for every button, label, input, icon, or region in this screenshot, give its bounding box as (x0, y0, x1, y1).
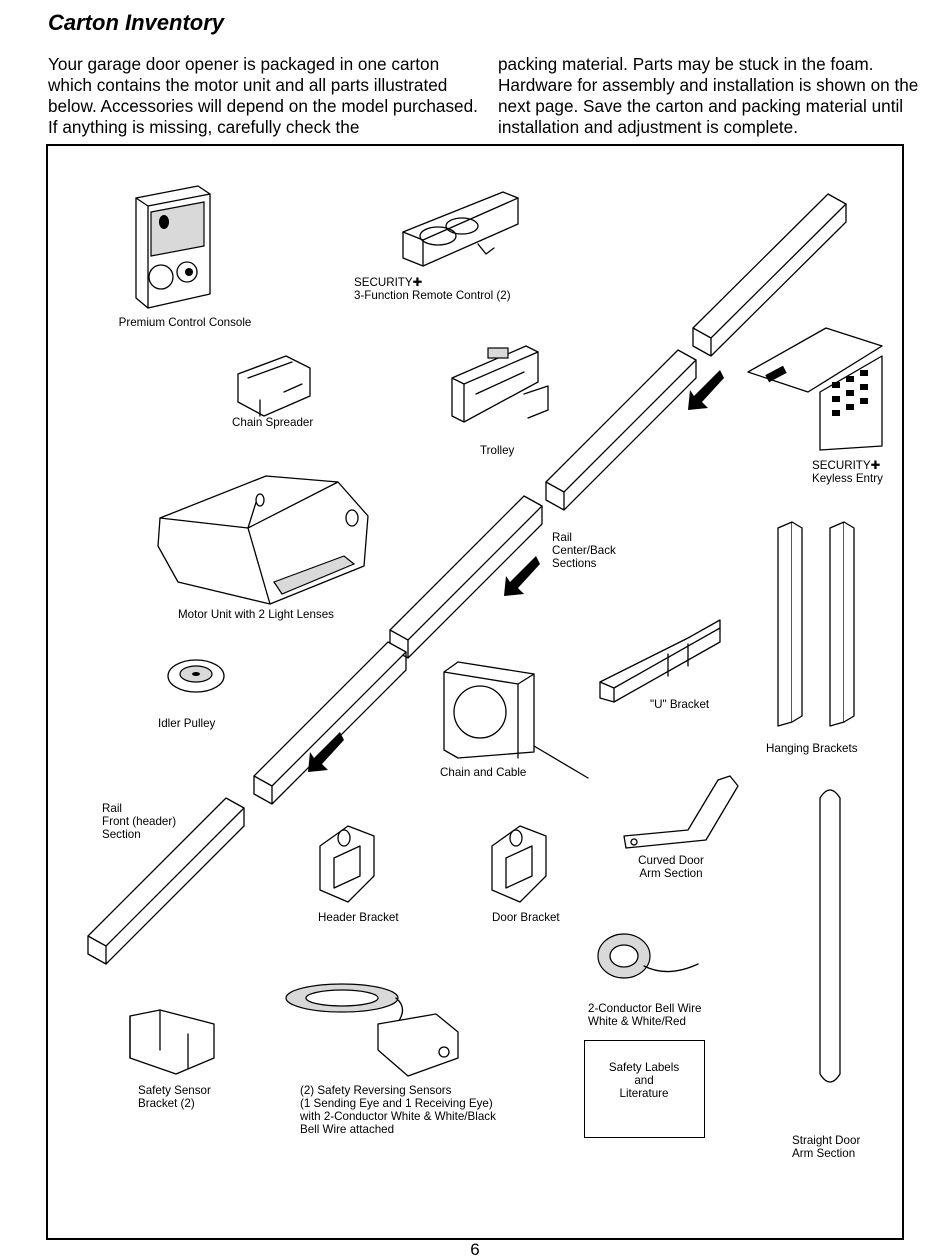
intro-paragraph-left: Your garage door opener is packaged in o… (48, 54, 478, 137)
label-motor-unit: Motor Unit with 2 Light Lenses (178, 608, 334, 621)
label-hanging-brackets: Hanging Brackets (766, 742, 858, 755)
safety-labels-literature-box: Safety Labels and Literature (584, 1040, 705, 1138)
label-rail-center-back: Rail Center/Back Sections (552, 531, 616, 570)
label-bell-wire: 2-Conductor Bell Wire White & White/Red (588, 1002, 702, 1028)
label-door-bracket: Door Bracket (492, 911, 560, 924)
chain-spreader-illustration (237, 355, 311, 417)
label-idler-pulley: Idler Pulley (158, 717, 216, 730)
rail-center-section-illustration (545, 349, 724, 511)
curved-door-arm-illustration (623, 775, 739, 849)
label-curved-door-arm: Curved Door Arm Section (638, 854, 704, 880)
hanging-brackets-illustration (777, 521, 855, 727)
label-safety-labels-literature: Safety Labels and Literature (608, 1061, 680, 1100)
label-u-bracket: "U" Bracket (650, 698, 710, 711)
bell-wire-illustration (597, 933, 699, 979)
label-chain-and-cable: Chain and Cable (440, 766, 527, 779)
chain-and-cable-illustration (443, 661, 589, 779)
label-safety-reversing-sensors: (2) Safety Reversing Sensors (1 Sending … (300, 1084, 496, 1136)
label-premium-control-console: Premium Control Console (118, 316, 252, 329)
keyless-entry-illustration (747, 327, 883, 451)
motor-unit-illustration (157, 475, 369, 605)
straight-door-arm-illustration (819, 789, 841, 1083)
rail-center-section-2-illustration (389, 495, 543, 659)
rail-back-section-illustration (692, 193, 847, 357)
safety-sensors-illustration (285, 983, 459, 1077)
label-header-bracket: Header Bracket (318, 911, 399, 924)
label-chain-spreader: Chain Spreader (232, 416, 314, 429)
door-bracket-illustration (491, 825, 547, 903)
label-safety-sensor-bracket: Safety Sensor Bracket (2) (138, 1084, 211, 1110)
intro-paragraph-right: packing material. Parts may be stuck in … (498, 54, 919, 137)
header-bracket-illustration (319, 825, 375, 903)
label-keyless-entry: SECURITY✚ Keyless Entry (812, 459, 883, 485)
label-straight-door-arm: Straight Door Arm Section (792, 1134, 861, 1160)
page-number: 6 (470, 1240, 480, 1259)
parts-illustration (87, 185, 883, 1083)
label-trolley: Trolley (480, 444, 515, 457)
rail-front-lower-illustration (87, 797, 245, 965)
trolley-illustration (451, 345, 549, 423)
control-console-illustration (135, 185, 211, 309)
remote-control-illustration (402, 191, 519, 267)
u-bracket-illustration (599, 619, 721, 703)
parts-illustration-frame: Premium Control Console SECURITY✚ 3-Func… (46, 144, 904, 1240)
rail-front-section-illustration (253, 641, 407, 805)
page-title: Carton Inventory (48, 10, 225, 35)
label-remote-control: SECURITY✚ 3-Function Remote Control (2) (354, 276, 511, 302)
label-rail-front-section: Rail Front (header) Section (102, 802, 177, 841)
sensor-bracket-illustration (129, 1009, 215, 1075)
idler-pulley-illustration (167, 659, 225, 693)
